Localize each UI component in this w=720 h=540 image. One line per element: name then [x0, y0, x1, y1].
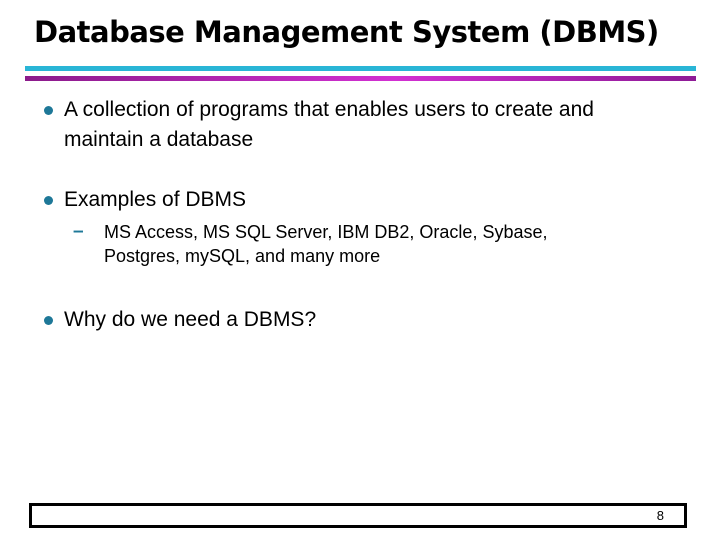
bullet-item-2: Examples of DBMS [44, 185, 686, 215]
page-number: 8 [656, 508, 664, 523]
bullet-item-3: Why do we need a DBMS? [44, 305, 686, 335]
sub-bullet-item: – MS Access, MS SQL Server, IBM DB2, Ora… [73, 220, 664, 268]
bullet-text-2: Examples of DBMS [64, 188, 247, 211]
dash-bullet-icon: – [73, 221, 84, 242]
bullet-text-1: A collection of programs that enables us… [64, 98, 594, 151]
bullet-dot-icon [44, 106, 53, 115]
footer-box: 8 [29, 503, 687, 528]
bullet-text-3: Why do we need a DBMS? [64, 308, 317, 331]
sub-bullet-text: MS Access, MS SQL Server, IBM DB2, Oracl… [104, 222, 548, 266]
slide-title: Database Management System (DBMS) [34, 15, 659, 49]
title-underline-magenta [25, 76, 696, 81]
bullet-dot-icon [44, 196, 53, 205]
bullet-item-1: A collection of programs that enables us… [44, 95, 686, 155]
bullet-dot-icon [44, 316, 53, 325]
title-underline-cyan [25, 66, 696, 71]
